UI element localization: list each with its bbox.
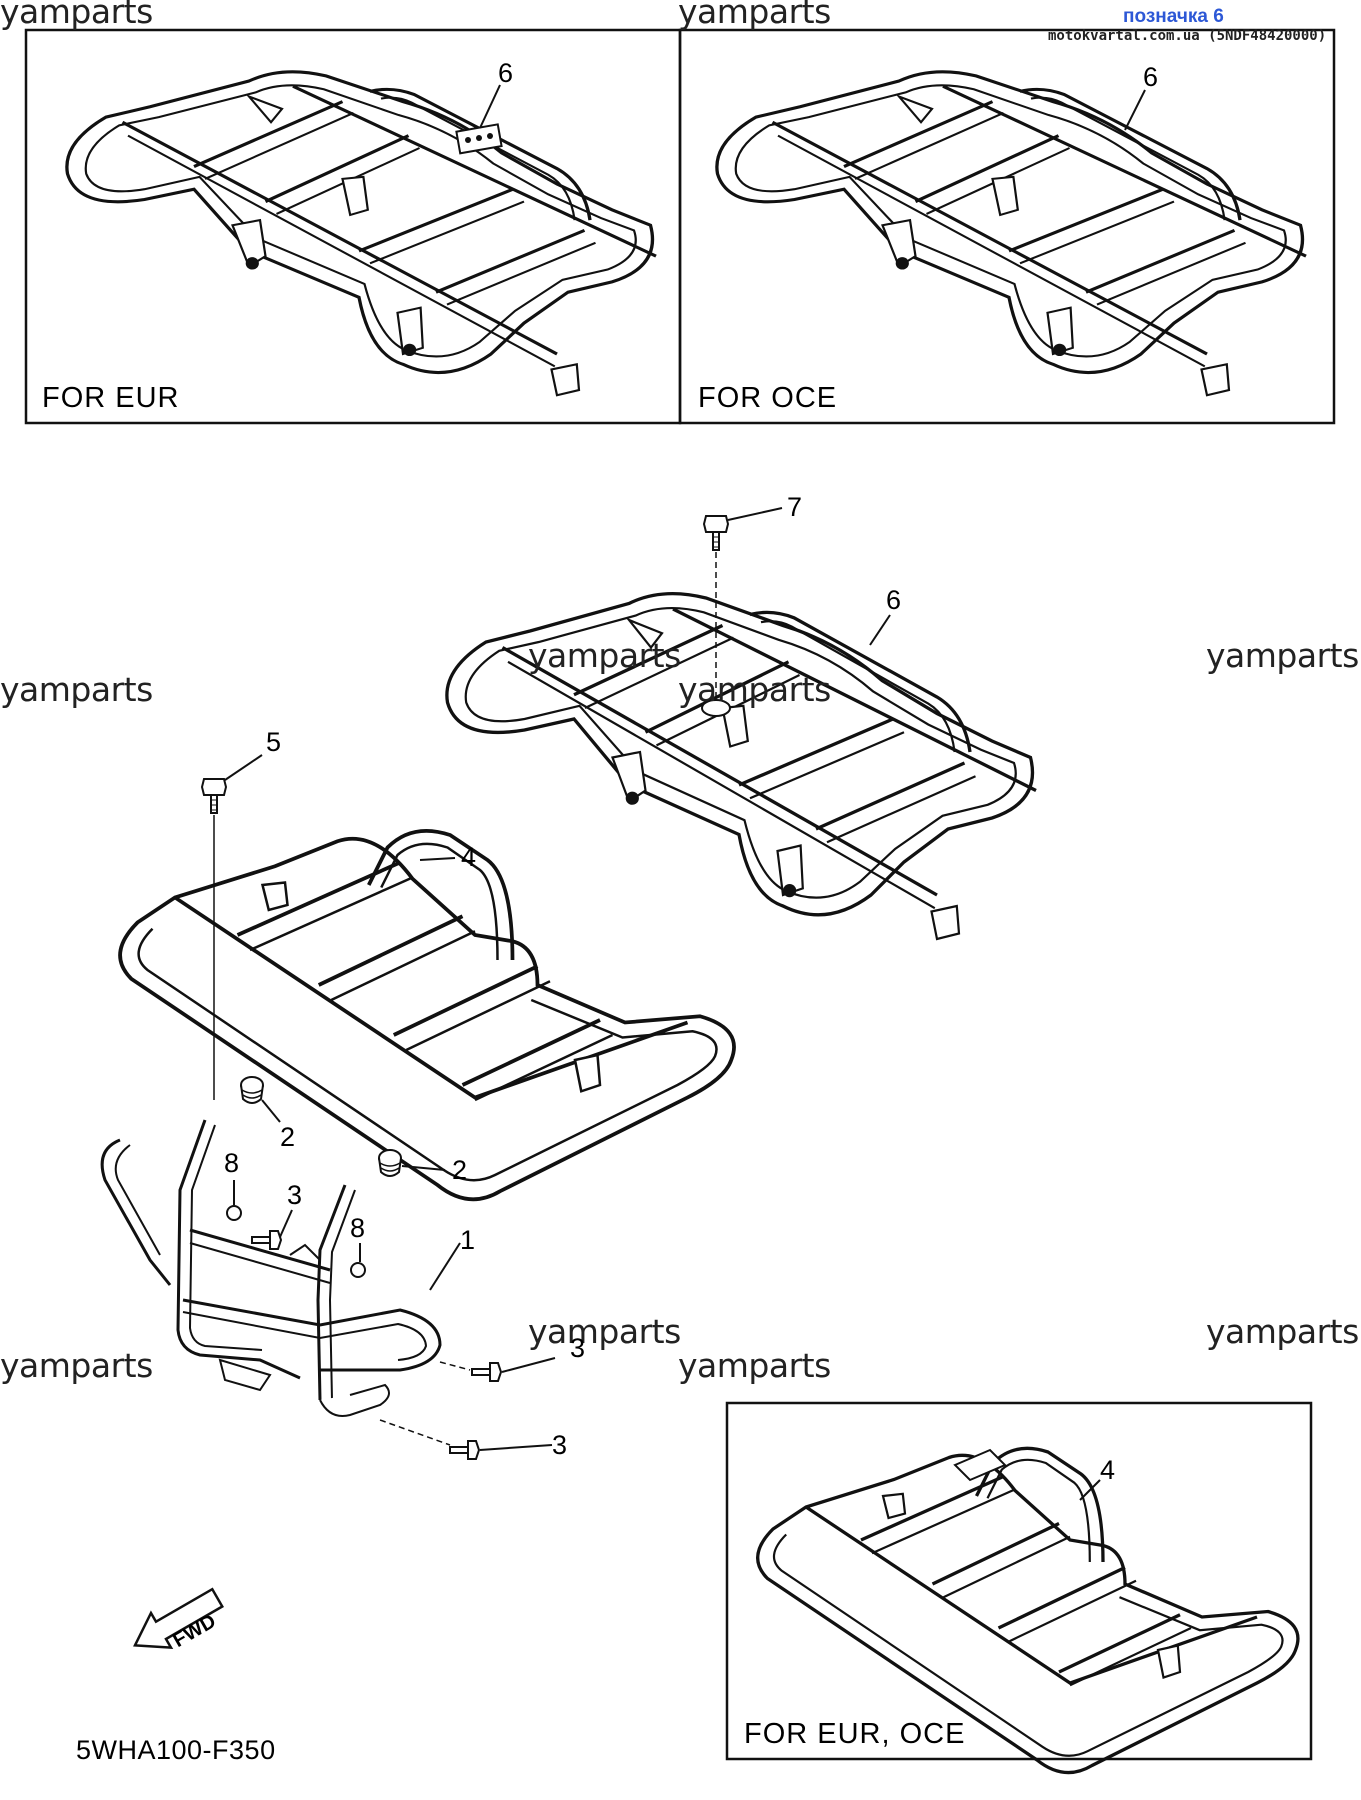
callout-5: 5 <box>266 727 282 757</box>
source-label: motokvartal.com.ua (5NDF48420000) <box>1048 28 1327 44</box>
panel-label-eur: FOR EUR <box>42 382 180 414</box>
rear-carrier-oce-drawing <box>715 70 1308 397</box>
watermark-top-left: yamparts <box>0 0 153 31</box>
callout-1: 1 <box>460 1225 476 1255</box>
watermark-mid-left: yamparts <box>0 670 153 709</box>
callout-3a: 3 <box>287 1180 303 1210</box>
callout-7: 7 <box>787 492 803 522</box>
leader-6b <box>1124 89 1146 131</box>
callout-6: 6 <box>886 585 902 615</box>
watermark-low-left: yamparts <box>0 1346 153 1385</box>
grommet-2b-drawing <box>378 1149 402 1177</box>
watermark-mid-center-b: yamparts <box>678 670 831 709</box>
callout-6-eur: 6 <box>498 58 514 88</box>
panel-eur-oce-border <box>725 1401 1313 1761</box>
watermark-low-right: yamparts <box>1206 1312 1359 1351</box>
callout-8b: 8 <box>350 1213 366 1243</box>
watermark-mid-center-a: yamparts <box>528 636 681 675</box>
callout-6-oce: 6 <box>1143 62 1159 92</box>
bolt-3c-drawing <box>449 1440 480 1460</box>
tag-label: позначка 6 <box>1123 6 1224 27</box>
watermark-low-center-b: yamparts <box>678 1346 831 1385</box>
callout-3b: 3 <box>570 1333 586 1363</box>
callout-3c: 3 <box>552 1430 568 1460</box>
leader-4b <box>1079 1479 1101 1501</box>
callout-2a: 2 <box>280 1122 296 1152</box>
leader-4a <box>419 857 456 861</box>
nut-8a-drawing <box>226 1205 242 1221</box>
leader-7 <box>727 507 783 521</box>
grommet-2a-drawing <box>240 1076 264 1104</box>
callout-4b: 4 <box>1100 1455 1116 1485</box>
panel-label-oce: FOR OCE <box>698 382 838 414</box>
bolt-7-drawing <box>703 515 729 551</box>
bolt-3a-drawing <box>251 1230 282 1250</box>
panel-label-eur-oce: FOR EUR, OCE <box>744 1718 966 1750</box>
panel-oce-border <box>678 28 1336 425</box>
leader-6c <box>869 614 891 646</box>
rear-carrier-eur-drawing <box>65 70 658 397</box>
callout-2b: 2 <box>452 1155 468 1185</box>
front-carrier-drawing <box>118 828 736 1202</box>
panel-eur-border <box>24 28 682 425</box>
leader-5 <box>224 754 263 781</box>
watermark-low-center-a: yamparts <box>528 1312 681 1351</box>
front-guard-drawing <box>100 1119 442 1417</box>
callout-8a: 8 <box>224 1148 240 1178</box>
callout-4: 4 <box>461 842 477 872</box>
bolt-3b-drawing <box>471 1362 502 1382</box>
bolt-5-drawing <box>201 778 227 814</box>
diagram-code: 5WHA100-F350 <box>76 1735 276 1765</box>
watermark-mid-right: yamparts <box>1206 636 1359 675</box>
leader-1 <box>429 1242 461 1291</box>
watermark-top-center: yamparts <box>678 0 831 31</box>
fwd-arrow-icon <box>133 1587 224 1650</box>
leader-6a <box>479 84 501 129</box>
nut-8b-drawing <box>350 1262 366 1278</box>
